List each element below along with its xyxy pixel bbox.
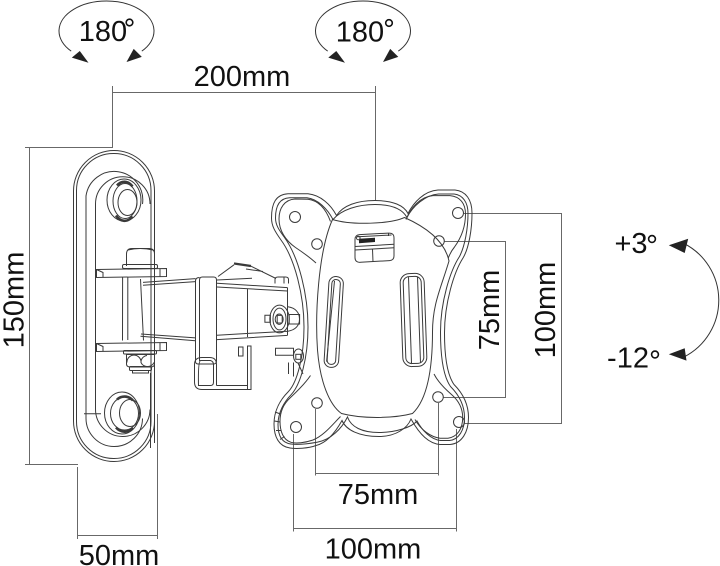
svg-text:100mm: 100mm (325, 534, 422, 566)
svg-text:75mm: 75mm (338, 479, 419, 511)
svg-text:180: 180 (79, 16, 127, 48)
svg-text:+3: +3 (614, 228, 647, 260)
svg-text:75mm: 75mm (474, 270, 506, 351)
svg-text:-12: -12 (607, 343, 649, 375)
svg-text:200mm: 200mm (194, 61, 291, 93)
svg-text:50mm: 50mm (79, 540, 160, 566)
svg-text:100mm: 100mm (530, 262, 562, 359)
svg-text:180: 180 (336, 17, 384, 49)
svg-text:150mm: 150mm (0, 252, 31, 349)
